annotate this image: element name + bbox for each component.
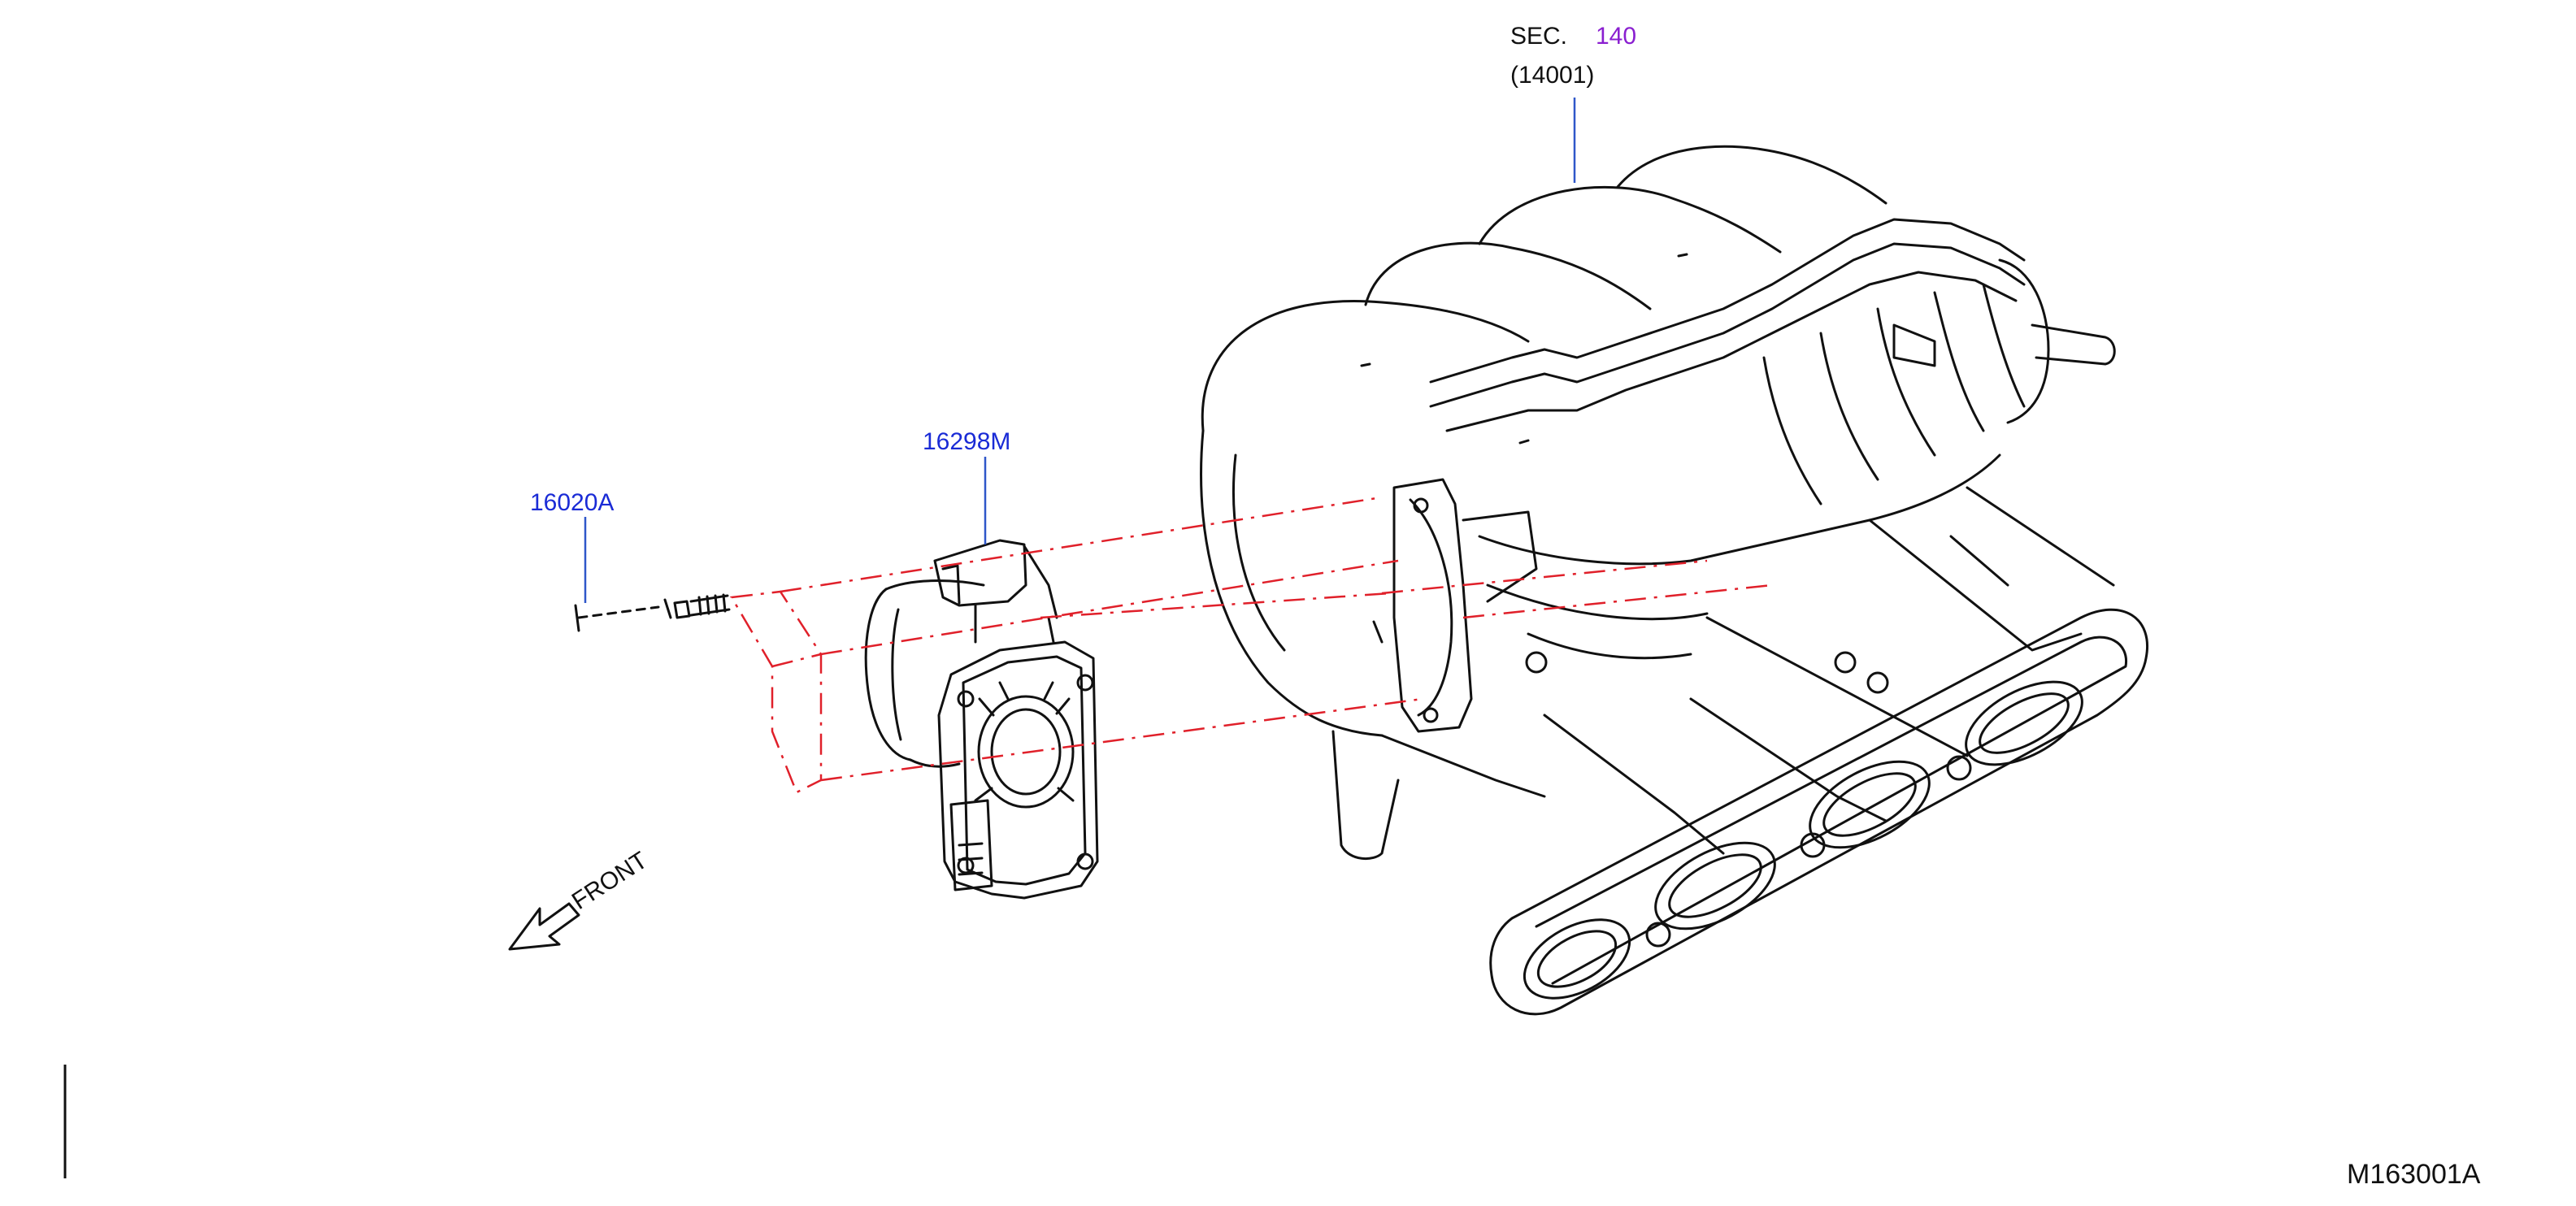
- intake-manifold: [1200, 145, 2148, 1016]
- drawing-id: M163001A: [2347, 1159, 2481, 1190]
- callout-bolt[interactable]: 16020A: [530, 489, 615, 516]
- section-part-number: (14001): [1510, 62, 1595, 89]
- throttle-body: [864, 539, 1099, 900]
- assembly-phantom-lines: [729, 496, 1773, 794]
- front-arrow-icon: [508, 902, 580, 951]
- front-label: FRONT: [567, 847, 653, 915]
- bolt: [574, 593, 731, 632]
- leader-lines: [584, 98, 1576, 603]
- callout-throttle-body[interactable]: 16298M: [923, 428, 1011, 455]
- section-prefix: SEC.: [1510, 23, 1568, 50]
- section-number-link[interactable]: 140: [1596, 23, 1637, 50]
